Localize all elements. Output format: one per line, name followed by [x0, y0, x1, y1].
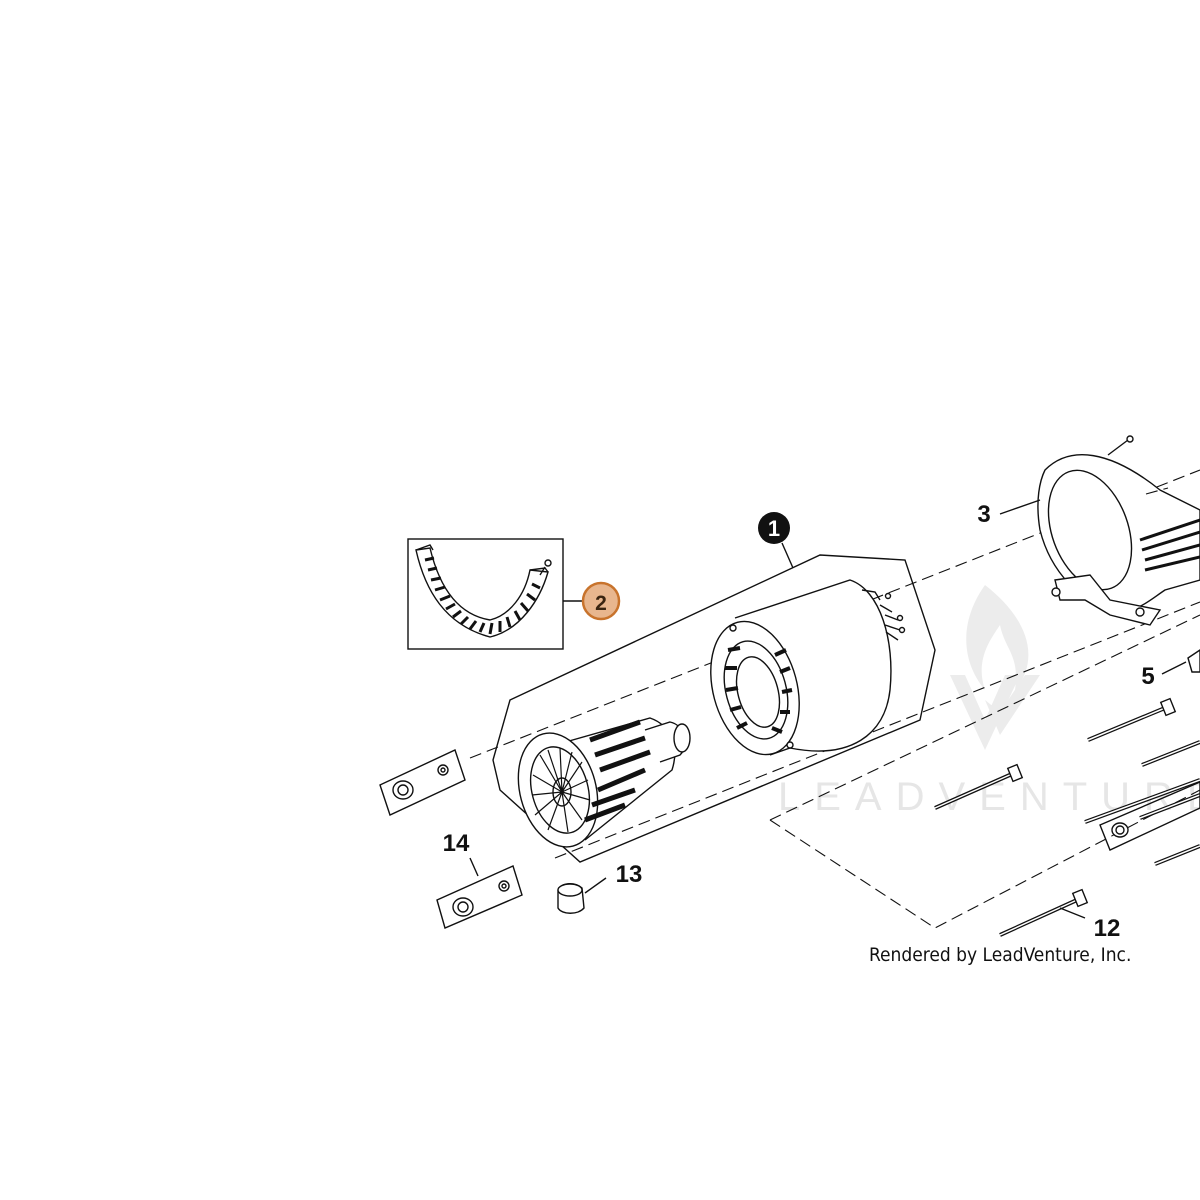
inset-frame	[407, 538, 564, 650]
plug-part-13[interactable]: 13	[557, 861, 643, 914]
bolt-part-12[interactable]	[999, 888, 1089, 937]
callout-5[interactable]: 5	[1141, 649, 1200, 690]
callout-1-label: 1	[768, 516, 780, 541]
callout-13-label: 13	[616, 861, 643, 888]
washer-box-right	[1099, 781, 1200, 851]
bolt	[1139, 793, 1200, 820]
rotor	[517, 717, 691, 848]
bearing-kit-part-14[interactable]	[436, 865, 523, 929]
generator-assembly-outline	[492, 554, 936, 863]
bolt	[1084, 778, 1200, 824]
stator-segment-part-2	[415, 544, 552, 638]
render-credit: Rendered by LeadVenture, Inc.	[869, 944, 1131, 966]
callout-2-badge	[581, 581, 621, 621]
bolt	[1154, 844, 1200, 866]
callout-2-label: 2	[595, 592, 607, 615]
callout-2[interactable]: 2	[563, 581, 621, 621]
callout-1-badge	[758, 512, 790, 544]
callout-12-label: 12	[1094, 915, 1121, 942]
callout-14-label: 14	[443, 830, 470, 857]
through-bolts	[934, 697, 1200, 937]
part-5-fastener-icon	[1187, 649, 1200, 673]
callout-1[interactable]: 1	[758, 512, 794, 569]
callout-12[interactable]: 12	[1059, 907, 1121, 942]
stator-housing	[710, 579, 906, 756]
callout-5-label: 5	[1141, 663, 1154, 690]
end-bell-part-3[interactable]	[1033, 435, 1200, 626]
callout-3[interactable]: 3	[977, 499, 1041, 528]
watermark-text: LEADVENTURE	[778, 775, 1200, 819]
callout-3-label: 3	[977, 501, 990, 528]
flame-logo-icon	[966, 585, 1029, 690]
bolt	[1141, 740, 1200, 767]
part-2-inset[interactable]	[407, 538, 564, 650]
bolt	[1087, 697, 1177, 742]
bearing-kit-upper[interactable]	[379, 749, 466, 816]
callout-14[interactable]: 14	[443, 830, 479, 877]
bolt	[934, 763, 1024, 810]
